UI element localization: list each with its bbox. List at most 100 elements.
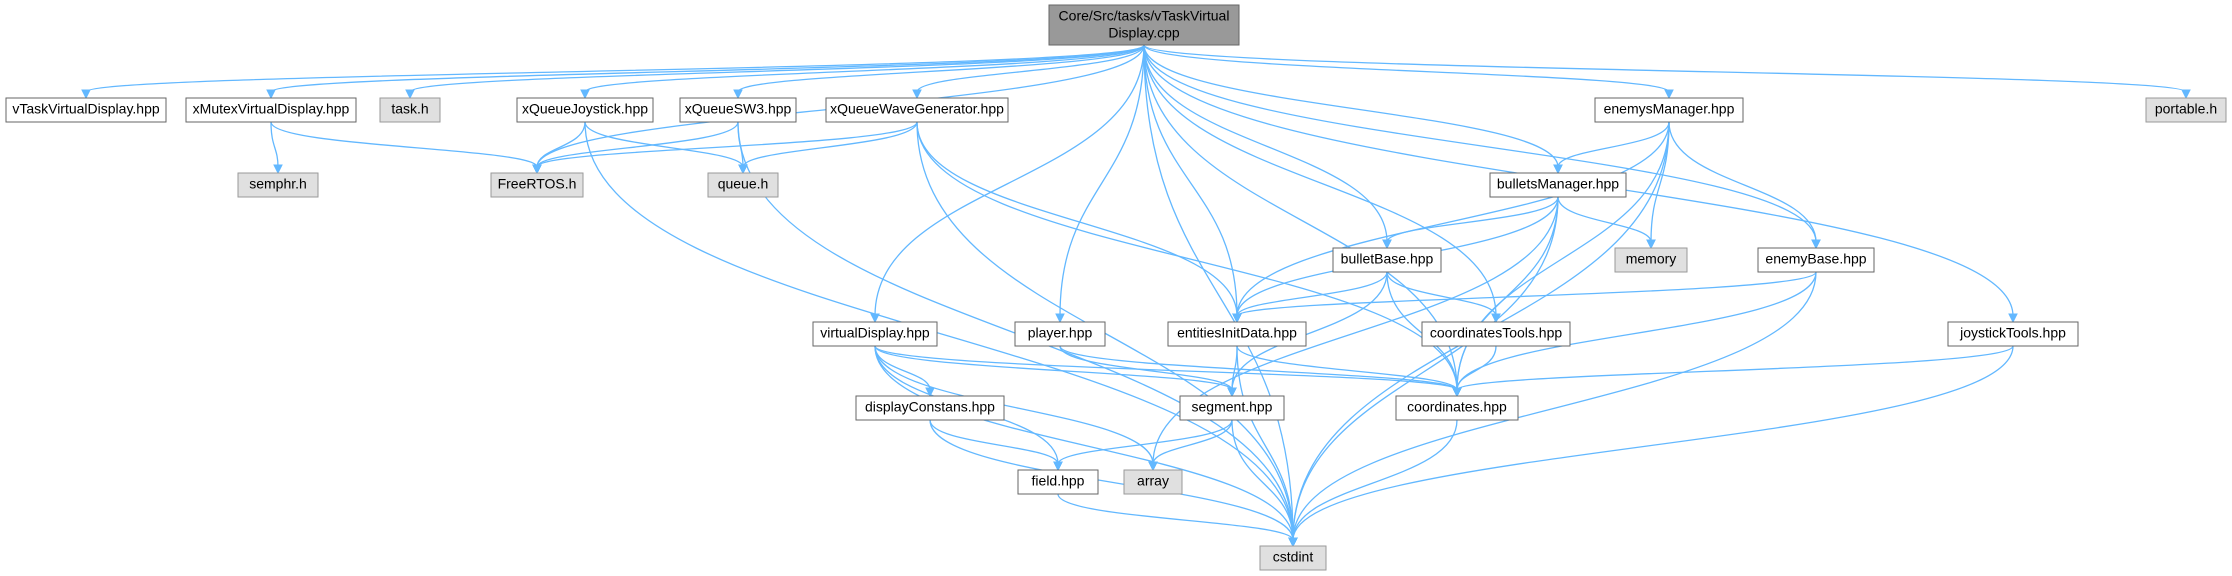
node-xqueuesw3-hpp[interactable]: xQueueSW3.hpp [679,97,797,123]
edge-arrowhead [1053,461,1063,472]
edge-root-to-enemybase-hpp [1143,44,1817,243]
node-queue-h[interactable]: queue.h [707,172,779,198]
node-xqueuejoystick-hpp[interactable]: xQueueJoystick.hpp [516,97,654,123]
edge-bulletbase-hpp-to-entitiesinitdata-hpp [1236,271,1388,317]
node-xqueuewavegenerator-hpp[interactable]: xQueueWaveGenerator.hpp [825,97,1009,123]
edge-displayconstans-hpp-to-field-hpp [929,419,1059,465]
node-enemybase-hpp[interactable]: enemyBase.hpp [1757,247,1875,273]
edge-arrowhead [1382,239,1392,250]
node-coordinatestools-hpp[interactable]: coordinatesTools.hpp [1421,321,1571,347]
node-portable-h[interactable]: portable.h [2145,97,2227,123]
edge-root-to-player-hpp [1059,44,1145,317]
edge-arrowhead [405,89,415,100]
node-label: portable.h [2155,101,2217,117]
node-coordinates-hpp[interactable]: coordinates.hpp [1395,395,1519,421]
node-label: bulletBase.hpp [1341,251,1434,267]
edge-segment-hpp-to-array [1152,419,1233,465]
node-label: bulletsManager.hpp [1497,176,1619,192]
edge-enemysmanager-hpp-to-entitiesinitdata-hpp [1236,121,1670,317]
edge-bulletbase-hpp-to-segment-hpp [1231,271,1388,391]
edge-arrowhead [1452,387,1462,398]
node-semphr-h[interactable]: semphr.h [237,172,319,198]
node-virtualdisplay-hpp[interactable]: virtualDisplay.hpp [812,321,938,347]
edge-arrowhead [266,89,276,100]
edge-xqueuewavegenerator-hpp-to-freertos-h [536,121,918,168]
edge-arrowhead [81,89,91,100]
edge-virtualdisplay-hpp-to-cstdint [874,345,1294,541]
node-enemysmanager-hpp[interactable]: enemysManager.hpp [1594,97,1744,123]
edge-virtualdisplay-hpp-to-segment-hpp [874,345,1233,391]
node-label: vTaskVirtualDisplay.hpp [12,101,160,117]
edge-root-to-bulletbase-hpp [1143,44,1388,243]
edge-arrowhead [1148,461,1158,472]
edge-displayconstans-hpp-to-cstdint [929,419,1294,541]
node-xmutexvirtualdisplay-hpp[interactable]: xMutexVirtualDisplay.hpp [185,97,357,123]
edge-arrowhead [1288,537,1298,548]
edge-arrowhead [912,89,922,100]
node-label: array [1137,473,1169,489]
edge-player-hpp-to-segment-hpp [1059,345,1233,391]
edge-coordinatestools-hpp-to-coordinates-hpp [1456,345,1497,391]
edge-segment-hpp-to-field-hpp [1057,419,1233,465]
edge-entitiesinitdata-hpp-to-cstdint [1236,345,1294,541]
edge-xqueuejoystick-hpp-to-cstdint [584,121,1294,541]
node-bulletbase-hpp[interactable]: bulletBase.hpp [1332,247,1442,273]
node-displayconstans-hpp[interactable]: displayConstans.hpp [855,395,1005,421]
edge-joysticktools-hpp-to-cstdint [1292,345,2014,541]
node-memory[interactable]: memory [1614,247,1688,273]
node-entitiesinitdata-hpp[interactable]: entitiesInitData.hpp [1167,321,1307,347]
edge-arrowhead [1811,239,1821,250]
root-node-label-line1: Core/Src/tasks/vTaskVirtual [1059,8,1230,24]
edge-root-to-entitiesinitdata-hpp [1143,44,1238,317]
edge-root-to-task-h [409,44,1145,93]
node-vtaskvirtualdisplay-hpp[interactable]: vTaskVirtualDisplay.hpp [5,97,167,123]
node-label: coordinatesTools.hpp [1430,325,1563,341]
node-label: task.h [391,101,428,117]
edge-joysticktools-hpp-to-coordinates-hpp [1456,345,2014,391]
node-task-h[interactable]: task.h [379,97,441,123]
edge-bulletsmanager-hpp-to-bulletbase-hpp [1386,196,1559,243]
edge-arrowhead [532,164,542,175]
edge-xqueuejoystick-hpp-to-queue-h [584,121,744,168]
edge-enemysmanager-hpp-to-memory [1650,121,1670,243]
node-label: xQueueWaveGenerator.hpp [830,101,1004,117]
edge-arrowhead [733,89,743,100]
edge-arrowhead [1553,164,1563,175]
node-label: FreeRTOS.h [498,176,577,192]
node-label: semphr.h [249,176,307,192]
node-label: enemysManager.hpp [1604,101,1735,117]
node-segment-hpp[interactable]: segment.hpp [1179,395,1285,421]
edge-arrowhead [1646,239,1656,250]
edge-root-to-vtaskvirtualdisplay-hpp [85,44,1145,93]
root-node-vtaskvirtualdisplay-cpp: Core/Src/tasks/vTaskVirtual Display.cpp [1048,4,1240,46]
node-label: queue.h [718,176,769,192]
edge-xqueuesw3-hpp-to-freertos-h [536,121,739,168]
edge-arrowhead [925,387,935,398]
node-label: xQueueSW3.hpp [685,101,792,117]
node-label: displayConstans.hpp [865,399,995,415]
node-label: entitiesInitData.hpp [1177,325,1297,341]
edge-arrowhead [738,164,748,175]
node-player-hpp[interactable]: player.hpp [1014,321,1106,347]
node-label: memory [1626,251,1677,267]
node-array[interactable]: array [1123,469,1183,495]
edge-entitiesinitdata-hpp-to-coordinates-hpp [1236,345,1458,391]
node-label: enemyBase.hpp [1765,251,1866,267]
node-label: player.hpp [1028,325,1093,341]
edge-root-to-bulletsmanager-hpp [1143,44,1559,168]
node-field-hpp[interactable]: field.hpp [1017,469,1099,495]
edges-layer [81,44,2191,548]
node-bulletsmanager-hpp[interactable]: bulletsManager.hpp [1489,172,1627,198]
edge-arrowhead [1491,313,1501,324]
node-freertos-h[interactable]: FreeRTOS.h [490,172,584,198]
edge-segment-hpp-to-cstdint [1231,419,1294,541]
edge-xqueuejoystick-hpp-to-freertos-h [536,121,586,168]
node-cstdint[interactable]: cstdint [1259,545,1327,571]
edge-enemysmanager-hpp-to-bulletsmanager-hpp [1557,121,1670,168]
root-node-label-line2: Display.cpp [1108,25,1180,41]
edge-xmutexvirtualdisplay-hpp-to-freertos-h [270,121,538,168]
node-joysticktools-hpp[interactable]: joystickTools.hpp [1947,321,2079,347]
edge-root-to-xqueuejoystick-hpp [584,44,1145,93]
edge-enemybase-hpp-to-entitiesinitdata-hpp [1236,271,1817,317]
